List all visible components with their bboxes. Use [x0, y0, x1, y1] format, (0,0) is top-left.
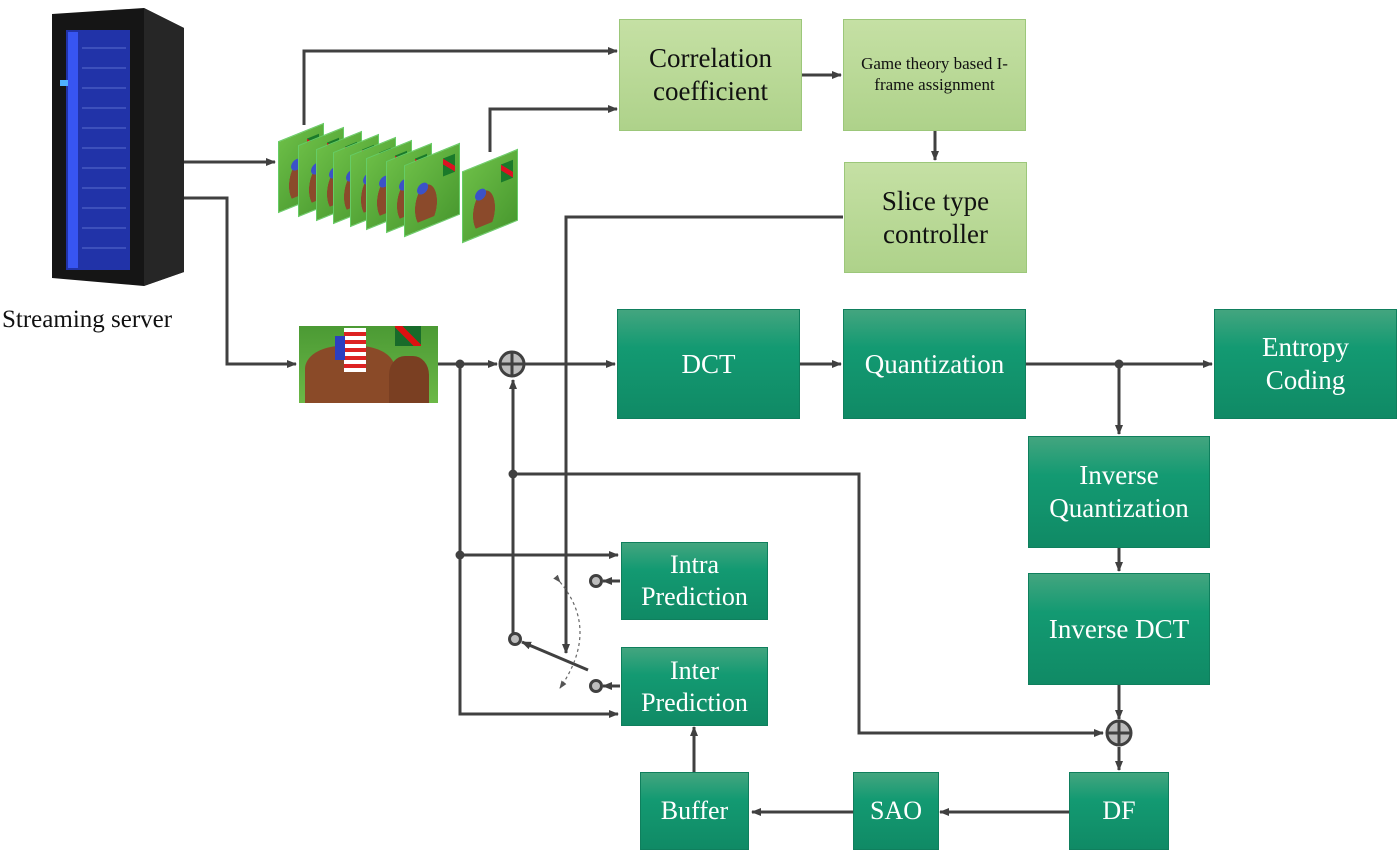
correlation-coefficient-block[interactable]: Correlation coefficient	[619, 19, 802, 131]
inverse-quantization-block[interactable]: Inverse Quantization	[1028, 436, 1210, 548]
slice-type-controller-block[interactable]: Slice type controller	[844, 162, 1027, 273]
wire-frame-branch	[458, 364, 619, 718]
switch-arm	[521, 640, 589, 672]
game-theory-block[interactable]: Game theory based I-frame assignment	[843, 19, 1026, 131]
junction-dot	[455, 359, 465, 369]
server-rack-icon	[52, 8, 184, 286]
inverse-dct-block[interactable]: Inverse DCT	[1028, 573, 1210, 685]
sao-block[interactable]: SAO	[853, 772, 939, 850]
junction-dot	[1114, 359, 1124, 369]
switch-dashed-arc	[553, 574, 581, 689]
quantization-block[interactable]: Quantization	[843, 309, 1026, 419]
wire-frames-to-correlation-2	[488, 105, 618, 152]
junction-dot	[508, 469, 518, 479]
buffer-block[interactable]: Buffer	[640, 772, 749, 850]
inter-prediction-block[interactable]: Inter Prediction	[621, 647, 768, 726]
switch-pivot	[508, 632, 522, 646]
switch-contact-intra	[589, 574, 603, 588]
current-frame-image	[299, 326, 438, 403]
adder-icon	[1105, 719, 1133, 747]
entropy-coding-block[interactable]: Entropy Coding	[1214, 309, 1397, 419]
wire-server-to-frame	[184, 196, 297, 368]
junction-dot	[455, 550, 465, 560]
intra-prediction-block[interactable]: Intra Prediction	[621, 542, 768, 620]
dct-block[interactable]: DCT	[617, 309, 800, 419]
wire-frames-to-correlation-1	[302, 47, 618, 125]
wire-pred-to-recon	[513, 472, 1104, 737]
server-label: Streaming server	[2, 306, 173, 333]
switch-contact-inter	[589, 679, 603, 693]
df-block[interactable]: DF	[1069, 772, 1169, 850]
wire-slice-to-switch	[562, 215, 843, 654]
adder-icon	[498, 350, 526, 378]
